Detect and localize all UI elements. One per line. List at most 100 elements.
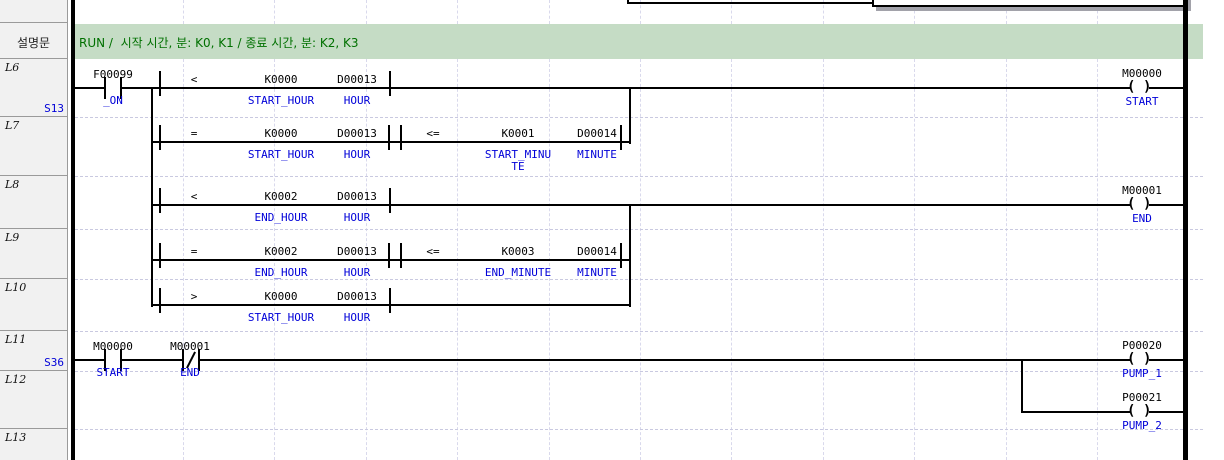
header-cell-L7[interactable]: L7 xyxy=(0,117,68,176)
compare-operator[interactable]: < xyxy=(190,190,198,203)
compare-bracket xyxy=(620,125,622,150)
rung-number-label: L7 xyxy=(5,119,20,132)
compare-operand-name: END_HOUR xyxy=(254,211,308,224)
compare-operand-name: START_HOUR xyxy=(247,148,315,161)
rung-number-label: L9 xyxy=(5,231,20,244)
coil-right-paren: ) xyxy=(1143,196,1152,212)
compare-operand[interactable]: K0002 xyxy=(264,245,298,258)
compare-bracket xyxy=(388,125,390,150)
compare-operand[interactable]: D00013 xyxy=(337,127,377,140)
compare-operand[interactable]: K0000 xyxy=(264,73,298,86)
contact-address[interactable]: M00001 xyxy=(170,340,210,353)
header-cell-margin[interactable] xyxy=(0,0,68,23)
compare-operand[interactable]: D00014 xyxy=(577,127,617,140)
compare-operand-name: HOUR xyxy=(343,148,371,161)
compare-operand-name: END_HOUR xyxy=(254,266,308,279)
coil-left-paren: ( xyxy=(1127,196,1136,212)
coil-symbol-name[interactable]: START xyxy=(1125,95,1159,108)
compare-operator[interactable]: <= xyxy=(426,245,440,258)
wire xyxy=(1021,411,1131,413)
comment-row-label: 설명문 xyxy=(16,36,51,50)
step-number-label: S36 xyxy=(44,356,64,369)
compare-operand-name: END_MINUTE xyxy=(484,266,552,279)
coil-symbol-name[interactable]: PUMP_1 xyxy=(1122,367,1162,380)
right-power-rail xyxy=(1183,0,1188,460)
compare-operand[interactable]: K0003 xyxy=(501,245,535,258)
compare-operand[interactable]: K0001 xyxy=(501,127,535,140)
wire xyxy=(122,359,183,361)
contact-leg xyxy=(104,77,106,99)
header-cell-L9[interactable]: L9 xyxy=(0,229,68,279)
compare-operand[interactable]: D00013 xyxy=(337,245,377,258)
compare-operand[interactable]: K0002 xyxy=(264,190,298,203)
compare-bracket xyxy=(159,71,161,96)
header-cell-L12[interactable]: L12 xyxy=(0,371,68,429)
coil-address[interactable]: M00000 xyxy=(1122,67,1162,80)
header-cell-L6[interactable]: L6 S13 xyxy=(0,59,68,117)
branch-wire xyxy=(151,87,153,307)
contact-symbol-name[interactable]: END xyxy=(180,366,200,379)
compare-operand-name: HOUR xyxy=(343,311,371,324)
compare-operand-name: START_HOUR xyxy=(247,311,315,324)
coil-symbol-name[interactable]: PUMP_2 xyxy=(1122,419,1162,432)
rung-number-label: L8 xyxy=(5,178,20,191)
coil-left-paren: ( xyxy=(1127,79,1136,95)
compare-operator[interactable]: < xyxy=(190,73,198,86)
header-cell-L13[interactable]: L13 xyxy=(0,429,68,460)
rung-comment-text[interactable]: RUN / 시작 시간, 분: K0, K1 / 종료 시간, 분: K2, K… xyxy=(79,36,359,50)
compare-operand[interactable]: D00013 xyxy=(337,190,377,203)
contact-symbol-name[interactable]: START xyxy=(96,366,130,379)
compare-operator[interactable]: > xyxy=(190,290,198,303)
header-cell-comment[interactable]: 설명문 xyxy=(0,23,68,59)
coil-symbol-name[interactable]: END xyxy=(1132,212,1152,225)
compare-operand-name: START_HOUR xyxy=(247,94,315,107)
contact-leg xyxy=(198,349,200,371)
compare-operator[interactable]: = xyxy=(190,245,198,258)
header-cell-L10[interactable]: L10 xyxy=(0,279,68,331)
compare-operand[interactable]: D00014 xyxy=(577,245,617,258)
compare-bracket xyxy=(620,243,622,268)
compare-operand[interactable]: K0000 xyxy=(264,127,298,140)
contact-leg xyxy=(182,349,184,371)
rung-number-label: L12 xyxy=(5,373,27,386)
compare-operand-name: HOUR xyxy=(343,94,371,107)
wire xyxy=(1149,359,1187,361)
compare-bracket xyxy=(389,188,391,213)
contact-leg xyxy=(120,77,122,99)
coil-address[interactable]: P00021 xyxy=(1122,391,1162,404)
coil-address[interactable]: M00001 xyxy=(1122,184,1162,197)
contact-symbol-name[interactable]: _ON xyxy=(103,94,123,107)
compare-operand-name: START_MINU TE xyxy=(484,148,552,173)
coil-address[interactable]: P00020 xyxy=(1122,339,1162,352)
rung-comment-band[interactable] xyxy=(72,24,1203,59)
wire xyxy=(73,359,105,361)
compare-bracket xyxy=(389,288,391,313)
contact-address[interactable]: F00099 xyxy=(93,68,133,81)
compare-operand[interactable]: D00013 xyxy=(337,73,377,86)
compare-operand[interactable]: D00013 xyxy=(337,290,377,303)
function-block-box xyxy=(872,0,1187,7)
header-cell-L8[interactable]: L8 xyxy=(0,176,68,229)
compare-operator[interactable]: = xyxy=(190,127,198,140)
wire xyxy=(620,259,631,261)
wire xyxy=(151,141,623,143)
header-cell-L11[interactable]: L11 S36 xyxy=(0,331,68,371)
left-power-rail xyxy=(71,0,75,460)
wire xyxy=(151,259,623,261)
compare-bracket xyxy=(388,243,390,268)
wire xyxy=(1149,87,1187,89)
rung-number-label: L11 xyxy=(5,333,27,346)
contact-address[interactable]: M00000 xyxy=(93,340,133,353)
wire xyxy=(1149,204,1187,206)
compare-bracket xyxy=(389,71,391,96)
compare-operand-name: HOUR xyxy=(343,211,371,224)
compare-operand-name: MINUTE xyxy=(577,148,617,161)
step-number-label: S13 xyxy=(44,102,64,115)
wire xyxy=(151,204,1131,206)
compare-operand[interactable]: K0000 xyxy=(264,290,298,303)
wire xyxy=(151,304,631,306)
compare-operator[interactable]: <= xyxy=(426,127,440,140)
wire xyxy=(73,87,105,89)
wire xyxy=(620,141,631,143)
